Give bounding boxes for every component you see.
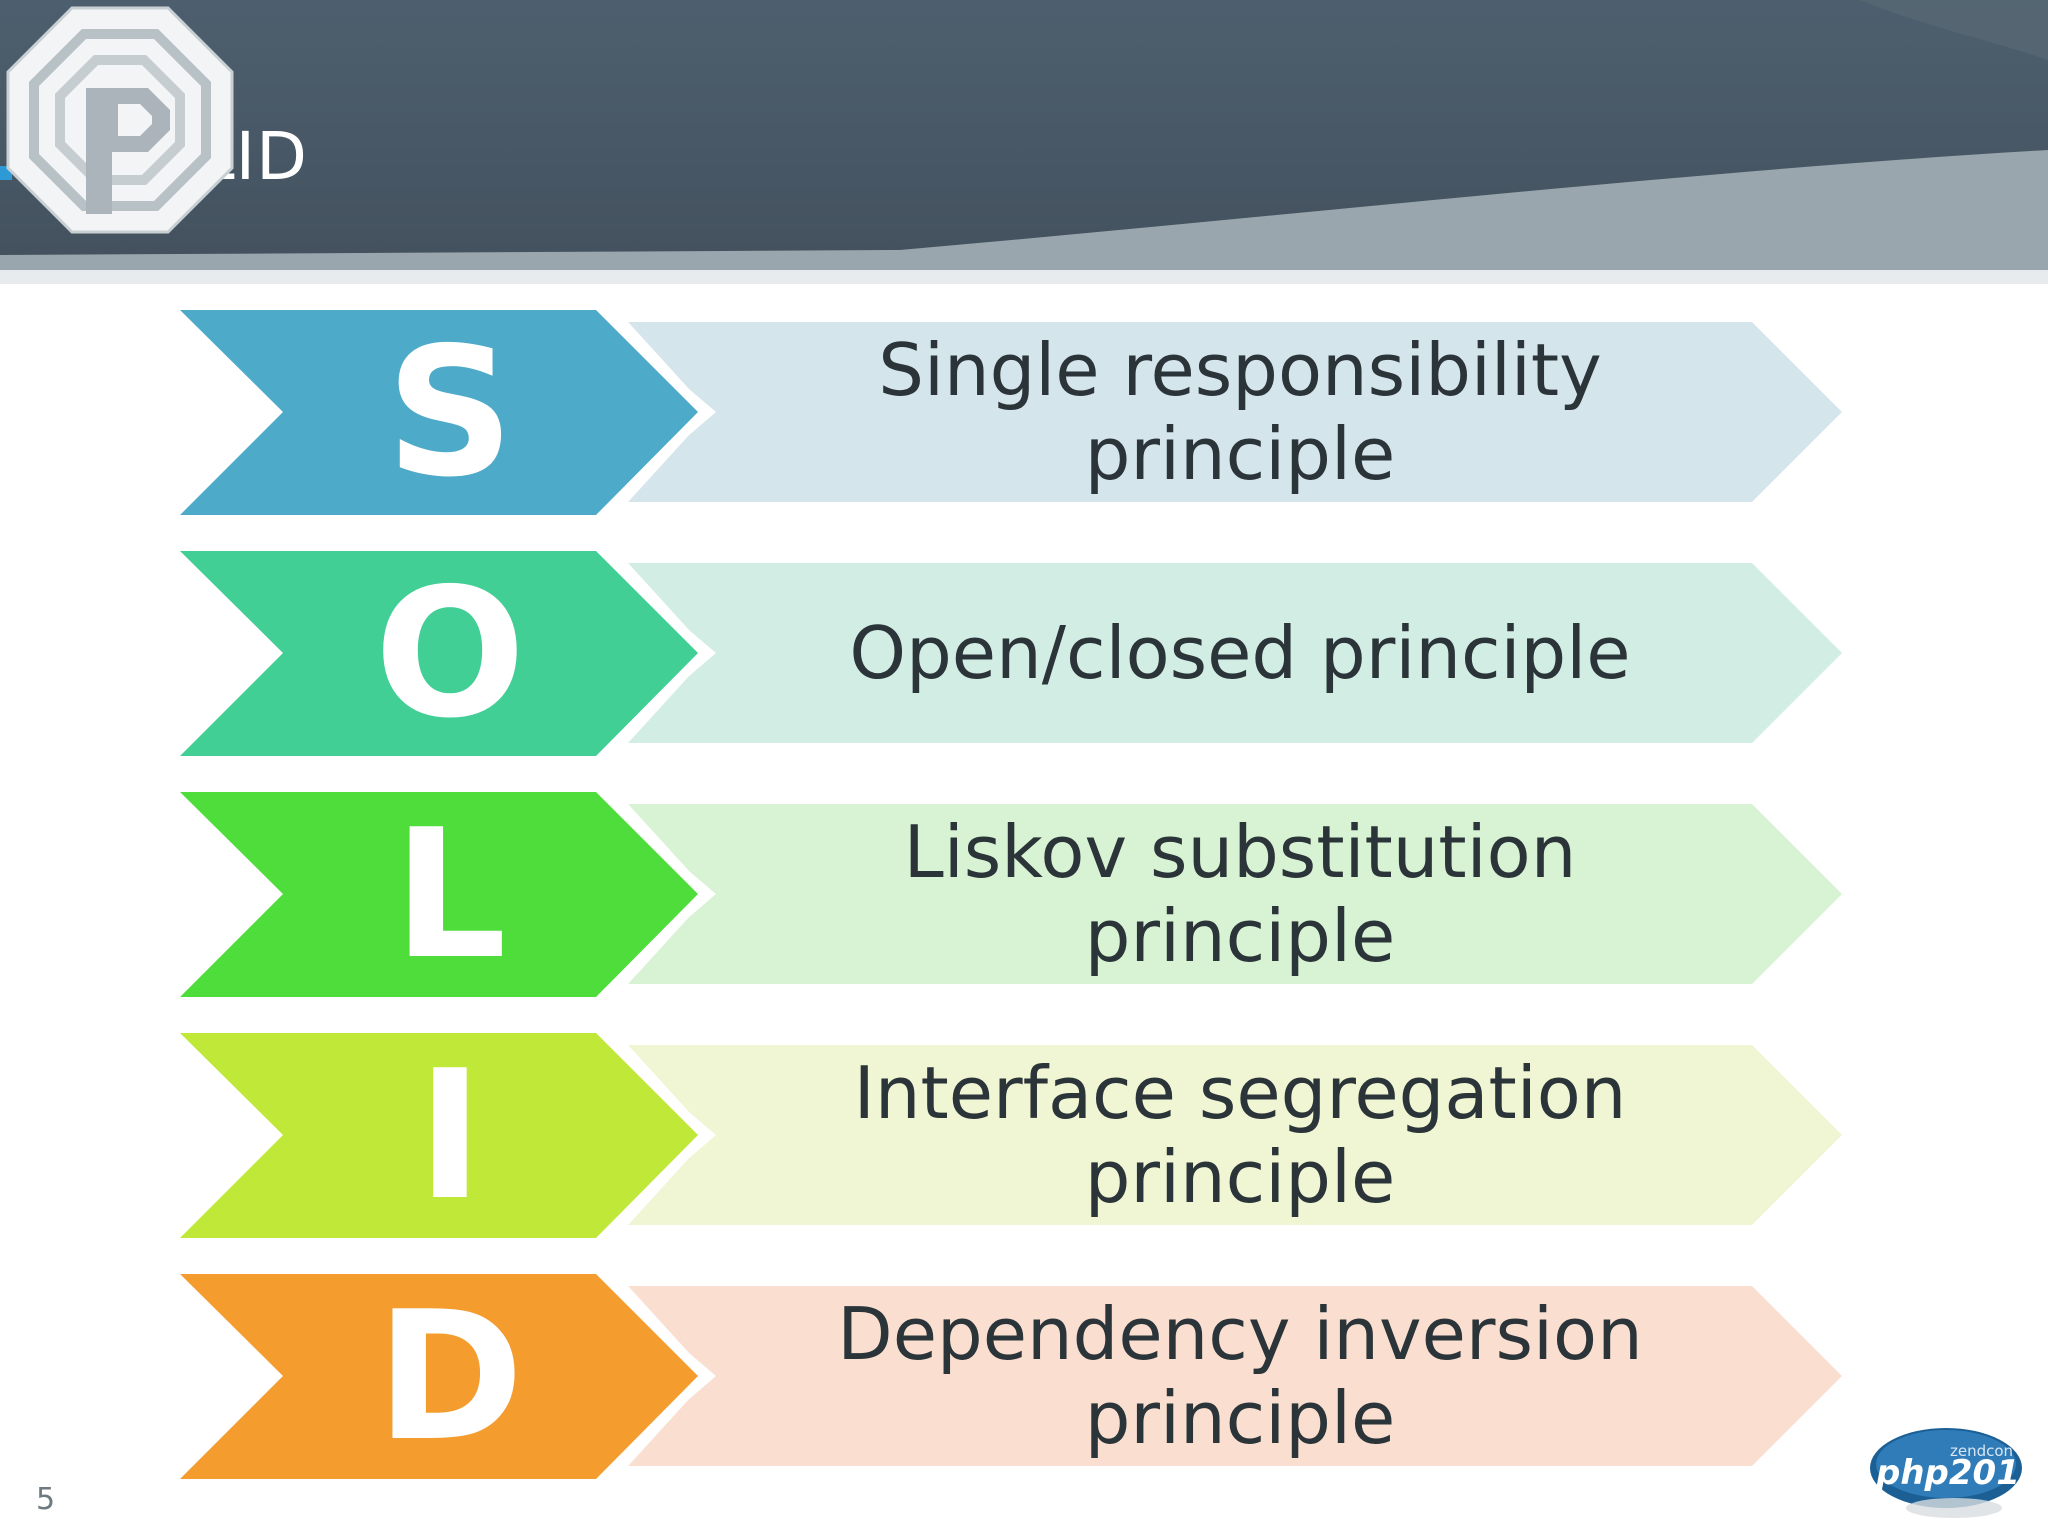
php2011-label: php2011 xyxy=(1875,1453,2026,1493)
principle-description-i: Interface segregation principle xyxy=(853,1051,1627,1219)
page-number: 5 xyxy=(36,1482,56,1517)
principle-row-d-shapes xyxy=(180,1274,1842,1479)
principle-band xyxy=(628,563,1842,743)
header-banner xyxy=(0,0,2048,284)
principle-row-o-shapes xyxy=(180,551,1842,756)
chevron-d xyxy=(180,1274,698,1479)
principle-row-s-shapes xyxy=(180,310,1842,515)
principle-band xyxy=(628,804,1842,984)
octagon-p-logo-icon xyxy=(6,6,234,234)
principle-band xyxy=(628,1286,1842,1466)
principle-description-o: Open/closed principle xyxy=(849,611,1631,695)
principle-letter-i: I xyxy=(416,1032,484,1239)
chevron-o xyxy=(180,551,698,756)
principle-row-i-shapes xyxy=(180,1033,1842,1238)
php-badge-icon: zendcon php2011 xyxy=(1870,1428,2026,1518)
principle-letter-s: S xyxy=(385,309,515,516)
principle-band xyxy=(628,1045,1842,1225)
principle-description-l: Liskov substitution principle xyxy=(903,810,1577,978)
slide-header: SOLID xyxy=(0,0,2048,290)
principle-description-s: Single responsibility principle xyxy=(878,328,1602,496)
principle-band xyxy=(628,322,1842,502)
principle-letter-l: L xyxy=(393,791,507,998)
principle-description-d: Dependency inversion principle xyxy=(837,1292,1643,1460)
principle-letter-o: O xyxy=(374,550,526,757)
chevron-l xyxy=(180,792,698,997)
chevron-s xyxy=(180,310,698,515)
principle-row-l-shapes xyxy=(180,792,1842,997)
zendcon-label: zendcon xyxy=(1950,1442,2013,1460)
chevron-i xyxy=(180,1033,698,1238)
principle-letter-d: D xyxy=(376,1273,524,1480)
